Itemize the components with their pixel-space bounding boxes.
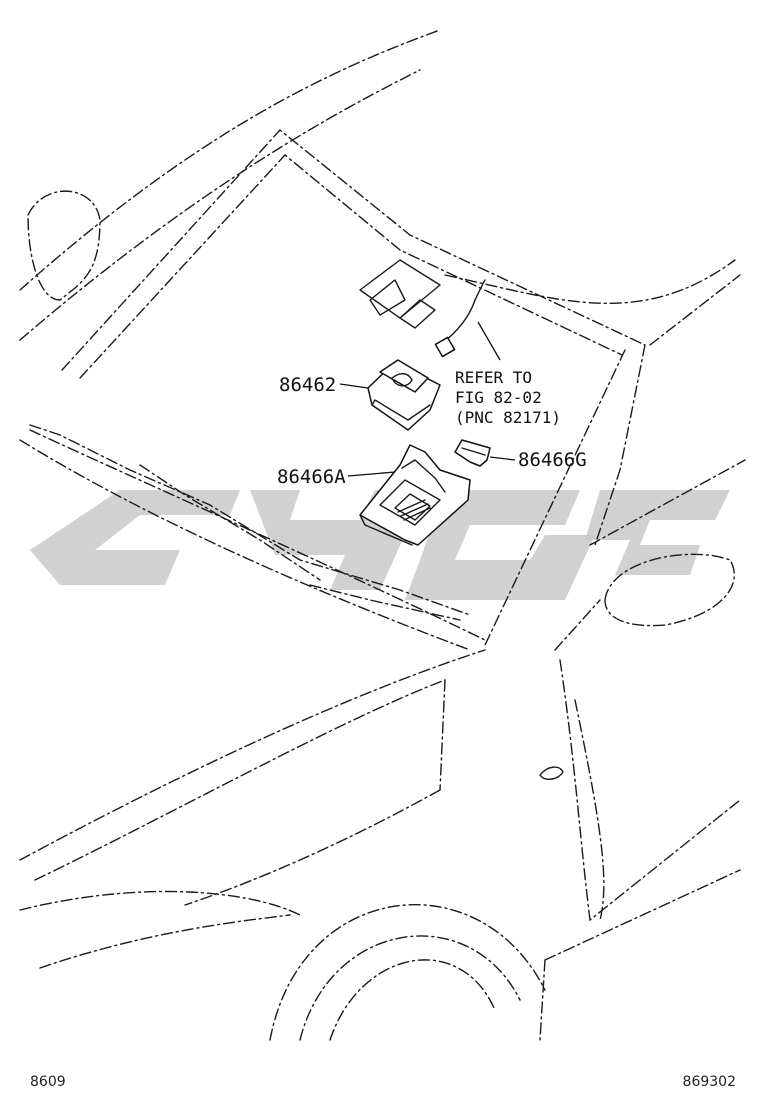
- label-86466G: 86466G: [518, 449, 587, 471]
- windshield-bracket-area: [359, 259, 441, 329]
- label-86466A: 86466A: [277, 466, 346, 488]
- note-line-3: (PNC 82171): [455, 408, 561, 427]
- cover-86466A: [347, 444, 471, 546]
- note-line-1: REFER TO: [455, 368, 532, 387]
- cover-86466G: [454, 439, 516, 467]
- footer-left-ref: 8609: [30, 1074, 66, 1090]
- note-line-2: FIG 82-02: [455, 388, 542, 407]
- camera-unit-86462: [339, 359, 441, 431]
- wire-harness: [434, 279, 501, 361]
- car-body-outline: [19, 29, 746, 1041]
- footer-right-ref: 869302: [682, 1074, 736, 1090]
- label-86462: 86462: [279, 374, 336, 396]
